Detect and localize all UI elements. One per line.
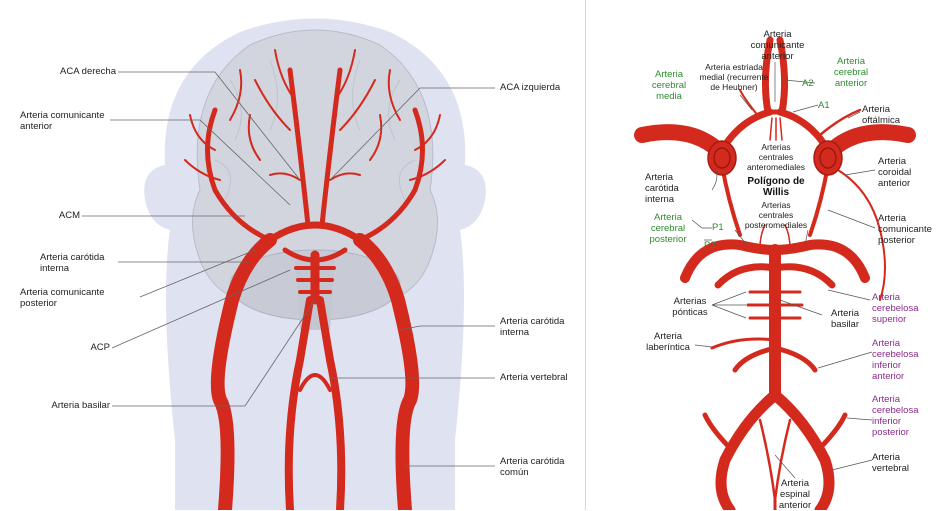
label-r-arteria-carotida-interna: Arteria carótida interna bbox=[645, 172, 700, 205]
label-r-a2: A2 bbox=[802, 78, 822, 89]
label-r-arterias-centrales-anteromediales: Arterias centrales anteromediales bbox=[735, 142, 817, 172]
left-carotid-section bbox=[708, 141, 736, 175]
label-r-arteria-coroidal-anterior: Arteria coroidal anterior bbox=[878, 156, 933, 189]
label-r-arteria-laberintica: Arteria laberíntica bbox=[640, 331, 696, 353]
label-r-arterias-centrales-posteromediales: Arterias centrales posteromediales bbox=[730, 200, 822, 230]
right-carotid-section bbox=[814, 141, 842, 175]
label-aca-izquierda: ACA izquierda bbox=[500, 82, 580, 93]
label-r-a1: A1 bbox=[818, 100, 838, 111]
label-r-arteria-cerebral-anterior: Arteria cerebral anterior bbox=[824, 56, 878, 89]
label-r-arteria-vertebral: Arteria vertebral bbox=[872, 452, 930, 474]
label-arteria-vertebral: Arteria vertebral bbox=[500, 372, 585, 383]
label-aca-derecha: ACA derecha bbox=[20, 66, 116, 77]
label-r-arteria-comunicante-posterior: Arteria comunicante posterior bbox=[878, 213, 936, 246]
label-r-p1: P1 bbox=[712, 222, 732, 233]
label-r-arterias-ponticas: Arterias pónticas bbox=[665, 296, 715, 318]
label-r-arteria-estriada-medial: Arteria estriada medial (recurrente de H… bbox=[688, 62, 780, 92]
label-r-arteria-cerebelosa-superior: Arteria cerebelosa superior bbox=[872, 292, 934, 325]
label-r-arteria-cerebelosa-inferior-anterior: Arteria cerebelosa inferior anterior bbox=[872, 338, 934, 382]
label-r-arteria-cerebral-posterior: Arteria cerebral posterior bbox=[644, 212, 692, 245]
label-acm: ACM bbox=[40, 210, 80, 221]
label-r-arteria-comunicante-anterior: Arteria comunicante anterior bbox=[740, 29, 815, 62]
label-arteria-carotida-comun: Arteria carótida común bbox=[500, 456, 585, 478]
label-r-arteria-oftalmica: Arteria oftálmica bbox=[862, 104, 922, 126]
label-r-arteria-cerebral-media: Arteria cerebral media bbox=[644, 69, 694, 102]
label-arteria-carotida-interna-right: Arteria carótida interna bbox=[500, 316, 585, 338]
label-arteria-comunicante-anterior: Arteria comunicante anterior bbox=[20, 110, 130, 132]
label-r-arteria-cerebelosa-inferior-posterior: Arteria cerebelosa inferior posterior bbox=[872, 394, 934, 438]
label-arteria-comunicante-posterior: Arteria comunicante posterior bbox=[20, 287, 140, 309]
label-r-p2: P2 bbox=[704, 240, 724, 251]
label-arteria-basilar: Arteria basilar bbox=[20, 400, 110, 411]
label-acp: ACP bbox=[60, 342, 110, 353]
label-r-arteria-espinal-anterior: Arteria espinal anterior bbox=[770, 478, 820, 511]
label-r-arteria-basilar: Arteria basilar bbox=[822, 308, 868, 330]
label-r-poligono-de-willis: Polígono de Willis bbox=[740, 176, 812, 198]
label-arteria-carotida-interna-left: Arteria carótida interna bbox=[40, 252, 130, 274]
